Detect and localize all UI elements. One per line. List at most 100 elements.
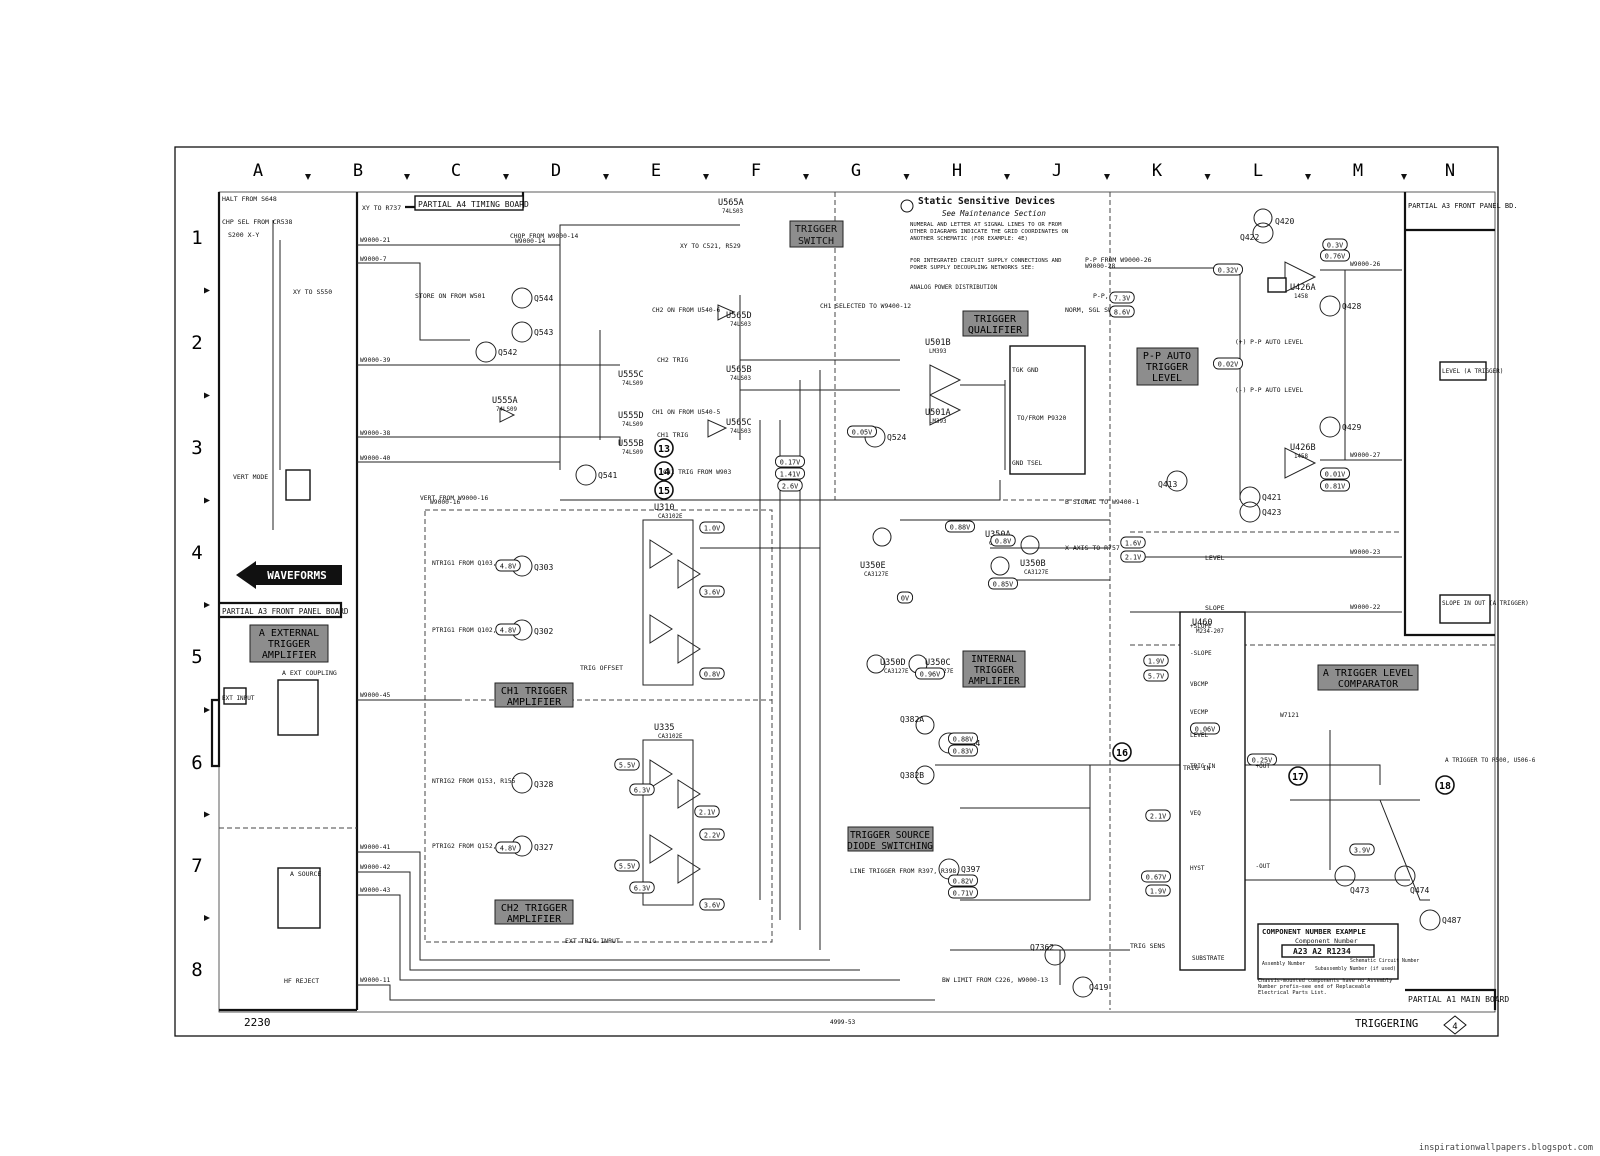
voltage-reading-pill [614, 758, 640, 771]
ic-label: U565D [726, 311, 752, 321]
signal-pp-auto-pos: (+) P-P AUTO LEVEL [1235, 339, 1303, 346]
ic-label: U350D [880, 658, 906, 668]
section-label-line2: AMPLIFIER [507, 914, 562, 925]
wiring [272, 220, 1430, 1001]
a3-front-top-outline [1403, 192, 1495, 637]
footer-diagram-number: 4 [1452, 1022, 1457, 1032]
voltage-reading-pill [614, 859, 640, 872]
voltage-reading-pill [629, 783, 655, 796]
section-label-line2: AMPLIFIER [507, 697, 562, 708]
ic-label: U350E [860, 561, 886, 571]
ic-type: LM393 [929, 419, 947, 425]
voltage-reading: 0.05V [852, 429, 872, 437]
wire-label: W9000-14 [515, 238, 546, 245]
wire-label: W9000-27 [1350, 452, 1381, 459]
static-notice-note1: NUMERAL AND LETTER AT SIGNAL LINES TO OR… [910, 222, 1068, 242]
wire-label: W9000-38 [360, 430, 391, 437]
section-label-line3: AMPLIFIER [968, 676, 1020, 687]
waveform-node-label: 18 [1439, 781, 1451, 792]
grid-letter: E [651, 161, 661, 181]
signal-xy-to: XY TO R737 [362, 204, 401, 212]
grid-letter: C [451, 161, 461, 181]
ic-type: 74LS09 [496, 407, 517, 413]
signal-ch1-selected: CH1 SELECTED TO W9400-12 [820, 303, 911, 310]
slope-switch-box [1439, 594, 1491, 624]
voltage-reading-pill [1109, 291, 1135, 304]
signal-xy-to-s550: XY TO S550 [293, 288, 332, 296]
u460-pin-label: VECMP [1190, 709, 1208, 716]
wire-label: W9000-42 [360, 864, 391, 871]
ic-type: 74LS03 [730, 322, 751, 328]
trigger-qualifier-connector [1009, 345, 1086, 475]
voltage-reading: 7.3V [1114, 295, 1130, 303]
transistor-label: Q473 [1350, 886, 1369, 895]
voltage-reading-pill [1145, 809, 1171, 822]
ic-type: CA3127E [884, 669, 909, 675]
ic-type: 1458 [1294, 294, 1308, 300]
voltage-reading: 6.3V [634, 885, 650, 893]
ic-label: U555A [492, 396, 518, 406]
signal-a-trigger-to: A TRIGGER TO R500, U506-6 [1445, 757, 1536, 764]
voltage-reading: 0.82V [953, 878, 973, 886]
transistor-label: Q7362 [1030, 943, 1054, 952]
sheet-border [174, 146, 1499, 1037]
transistor-label: Q543 [534, 328, 553, 337]
transistor-label: Q419 [1089, 983, 1108, 992]
ic-type: CA3102E [658, 514, 683, 520]
transistor-label: Q429 [1342, 423, 1361, 432]
grid-number: 3 [191, 437, 202, 459]
voltage-reading-pill [1349, 843, 1375, 856]
voltage-reading-pill [694, 805, 720, 818]
voltage-reading: 0.3V [1327, 242, 1343, 250]
component-example-schematic: Schematic Circuit Number [1350, 958, 1419, 964]
waveform-node [654, 438, 674, 458]
u460-pin-label: -OUT [1256, 863, 1271, 870]
ic-label: U310 [654, 503, 674, 513]
transistor-label: Q541 [598, 471, 617, 480]
grid-tick [503, 174, 509, 180]
grid-letter: L [1253, 161, 1263, 181]
component-example-assembly: Assembly Number [1262, 961, 1305, 967]
voltage-reading: 0.32V [1218, 267, 1238, 275]
ic-type: 1458 [1294, 454, 1308, 460]
voltage-reading: 3.6V [704, 589, 720, 597]
voltage-reading-pill [896, 591, 914, 604]
grid-letter: H [952, 161, 962, 181]
waveform-node-label: 13 [658, 444, 670, 455]
section-label-line2: TRIGGER [268, 639, 311, 650]
waveform-node-label: 15 [658, 486, 670, 497]
signal-chop-from: CHOP FROM W9000-14 [510, 233, 578, 240]
signal-trig-offset: TRIG OFFSET [580, 664, 623, 672]
section-label-line1: A TRIGGER LEVEL [1323, 668, 1413, 679]
diagram-number-diamond [1443, 1015, 1467, 1035]
section-label-trigger-source-diode-switching: TRIGGER SOURCE DIODE SWITCHING [847, 826, 934, 852]
transistor-label: Q382B [900, 771, 924, 780]
voltage-reading: 4.8V [500, 845, 516, 853]
waveform-node-label: 14 [658, 467, 670, 478]
u460-pin-label: -SLOPE [1190, 650, 1212, 657]
signal-trig-sens: TRIG SENS [1130, 942, 1165, 950]
grid-number: 5 [191, 646, 202, 668]
voltage-reading-pill [990, 534, 1016, 547]
voltage-reading: 0.17V [780, 459, 800, 467]
component-example-subassembly: Subassembly Number (if used) [1315, 966, 1396, 972]
voltage-reading-pill [699, 667, 725, 680]
section-label-line1: P-P AUTO [1143, 351, 1191, 362]
component-example-code: A23 A2 R1234 [1293, 947, 1351, 956]
grid-number: 8 [191, 959, 202, 981]
wire-label: W9000-16 [430, 499, 461, 506]
voltage-reading: 5.5V [619, 762, 635, 770]
voltage-reading: 0.88V [950, 524, 970, 532]
u426a-box [1267, 277, 1287, 293]
voltage-reading-pill [1320, 467, 1350, 480]
signal-gnd-tsel: GND TSEL [1012, 460, 1043, 467]
voltage-reading: 1.9V [1148, 658, 1164, 666]
voltage-reading-pill [948, 874, 978, 887]
voltage-reading: 2.1V [1125, 554, 1141, 562]
wire-label: W9000-41 [360, 844, 391, 851]
footer-title: TRIGGERING [1355, 1018, 1418, 1030]
grid-tick [305, 174, 311, 180]
voltage-reading-pill [1141, 870, 1171, 883]
voltage-reading: 0.06V [1195, 726, 1215, 734]
